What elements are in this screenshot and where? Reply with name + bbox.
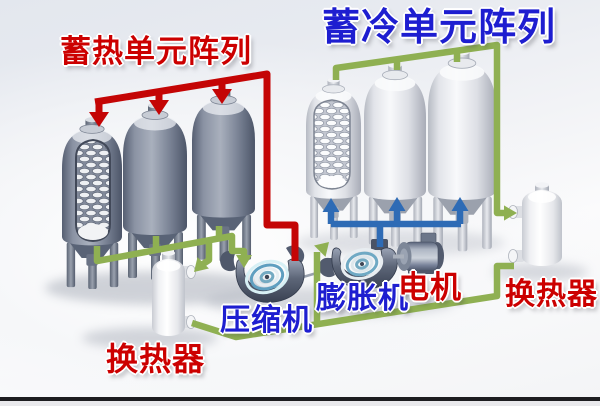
arrow-into-cold-tank-2 [388,197,406,211]
arrow-to-compressor [236,255,252,268]
arrow-to-right-hx [504,205,517,221]
bottom-edge-under [0,401,600,406]
motor-unit [393,232,444,274]
compressor-label: 压缩机 [220,303,313,338]
arrow-into-cold-tank-1 [322,198,340,212]
hot-tank-array [61,87,256,290]
motor-label: 电机 [398,270,462,306]
return-pipe-hot-side [93,226,252,272]
expander-label: 膨胀机 [316,281,409,316]
cold-tank-cutaway [313,99,351,190]
hot-pipe [89,70,299,261]
arrow-into-hot-tank-1 [89,112,109,127]
arrow-into-hot-tank-2 [149,100,169,115]
compressor-unit [220,245,305,303]
expander-unit [319,239,398,290]
arrow-to-expander [314,242,329,257]
arrow-to-left-hx [194,257,209,272]
compressor-impeller [244,259,290,295]
bottom-edge-line [0,397,600,401]
cold-pipe [322,197,469,247]
heat-exchanger-right-label: 换热器 [505,277,598,312]
heat-exchanger-left-label: 换热器 [106,340,206,378]
cold-tank-array [305,48,497,252]
arrow-into-cold-tank-3 [451,197,469,211]
cold-array-label: 蓄冷单元阵列 [322,5,557,49]
hot-array-label: 蓄热单元阵列 [60,34,252,70]
return-pipe-cold-header [332,41,517,221]
hot-tank-cutaway [75,138,111,243]
expander-impeller [340,248,384,280]
return-pipe-bottom [191,242,514,341]
arrow-into-hot-tank-3 [212,89,232,104]
heat-exchanger-right [508,182,562,266]
